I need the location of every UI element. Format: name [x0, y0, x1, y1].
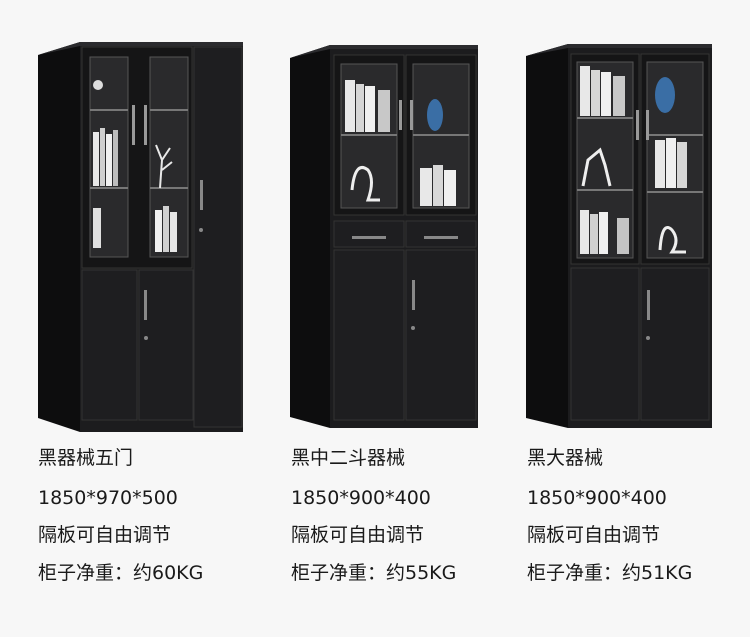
large-cabinet-image [526, 44, 712, 428]
product-dimensions: 1850*900*400 [291, 487, 431, 509]
product-name: 黑中二斗器械 [291, 447, 406, 469]
two-drawer-cabinet-image [290, 45, 478, 428]
product-name: 黑大器械 [527, 447, 604, 469]
product-dimensions: 1850*970*500 [38, 487, 178, 509]
product-feature: 隔板可自由调节 [38, 524, 172, 546]
product-feature: 隔板可自由调节 [291, 524, 425, 546]
product-weight: 柜子净重：约55KG [291, 562, 457, 584]
product-weight: 柜子净重：约51KG [527, 562, 693, 584]
product-feature: 隔板可自由调节 [527, 524, 661, 546]
product-dimensions: 1850*900*400 [527, 487, 667, 509]
five-door-cabinet-image [38, 42, 243, 432]
product-weight: 柜子净重：约60KG [38, 562, 204, 584]
product-name: 黑器械五门 [38, 447, 134, 469]
